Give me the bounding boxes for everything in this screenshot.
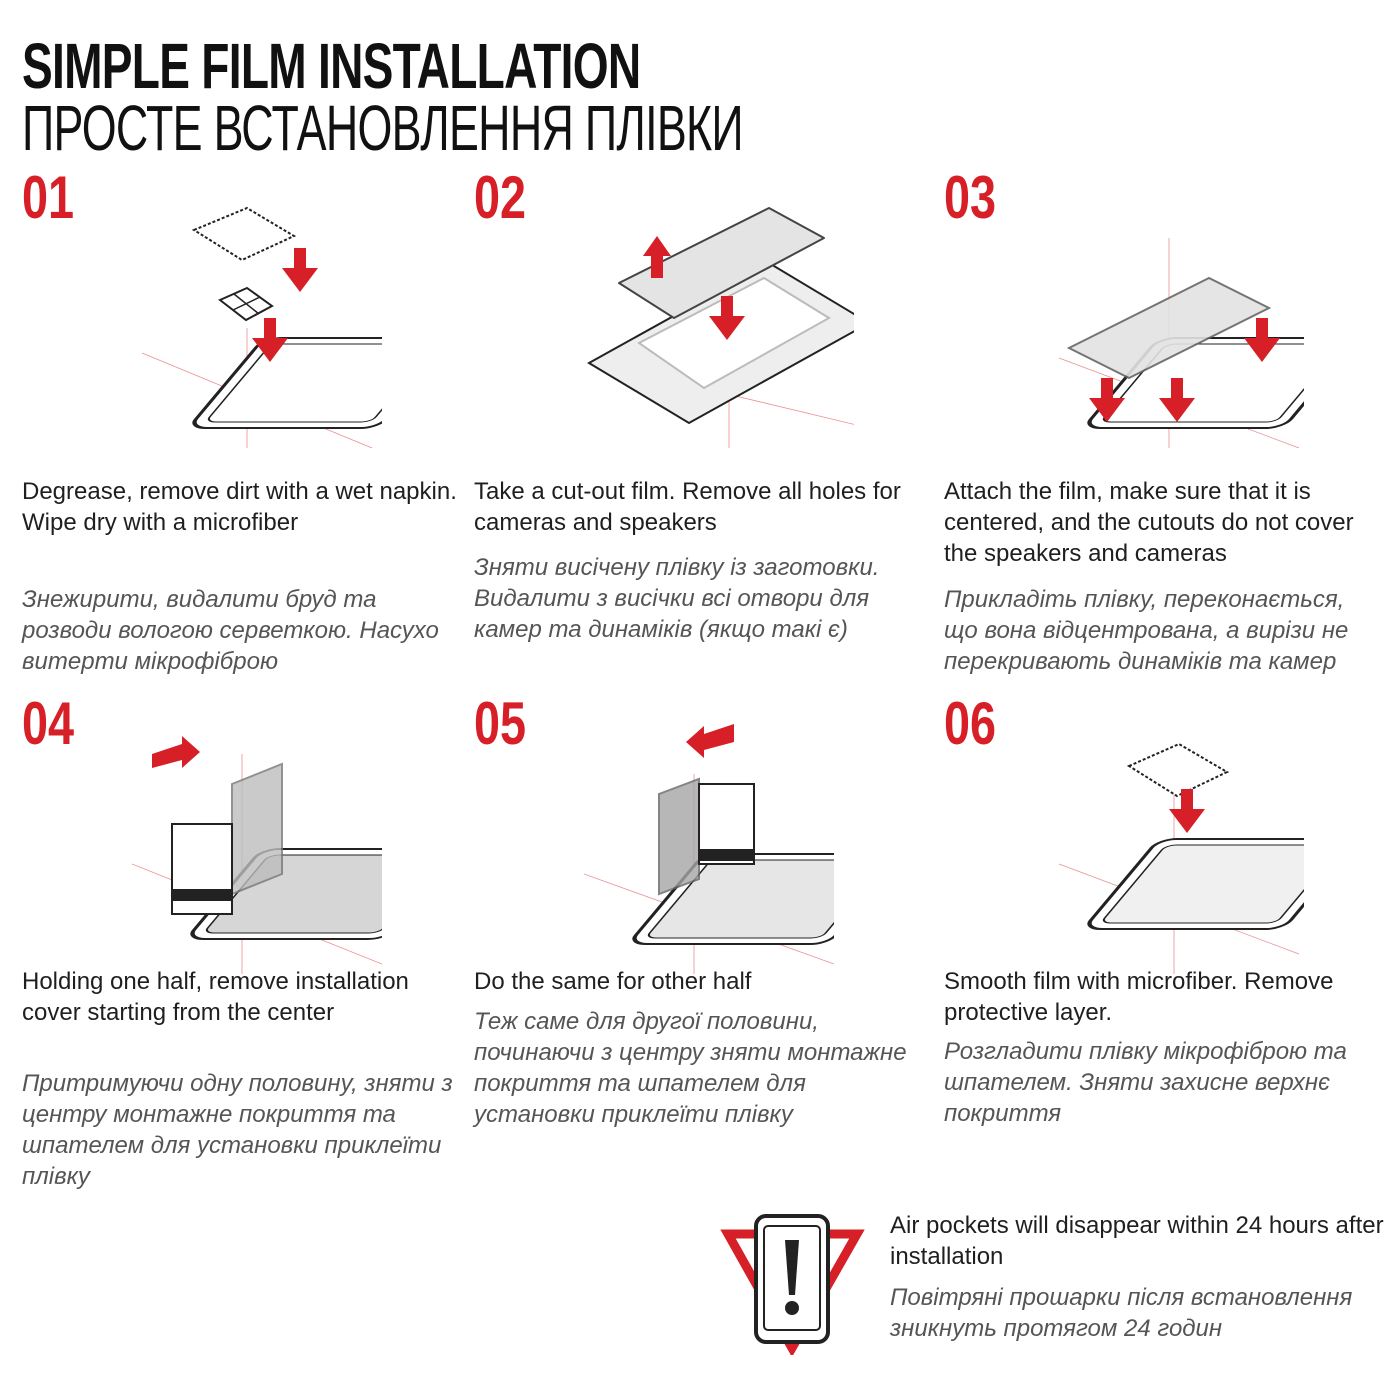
step-number: 01 [22,164,75,231]
warning-text-en: Air pockets will disappear within 24 hou… [890,1212,1384,1270]
step-text-en: Take a cut-out film. Remove all holes fo… [474,478,901,536]
warning-text-ua: Повітряні прошарки після встановлення зн… [890,1284,1353,1342]
step-text-en: Do the same for other half [474,968,752,995]
step-text-en: Attach the film, make sure that it is ce… [944,478,1354,567]
attach-film-illustration-icon [1058,238,1304,448]
smooth-film-illustration-icon [1058,742,1304,974]
step-number: 05 [474,690,527,757]
step-text-en: Holding one half, remove installation co… [22,968,409,1026]
step-number: 04 [22,690,75,757]
step-text-ua: Розгладити плівку мікрофіброю та шпателе… [944,1038,1347,1127]
step-number: 03 [944,164,997,231]
step-text-ua: Прикладіть плівку, переконається, що вон… [944,586,1349,675]
other-half-illustration-icon [584,724,834,974]
step-text-ua: Теж саме для другої половини, починаючи … [474,1008,907,1128]
step-number: 02 [474,164,527,231]
title-en: SIMPLE FILM INSTALLATION [22,30,641,102]
step-text-en: Degrease, remove dirt with a wet napkin.… [22,478,457,536]
warning-triangle-phone-icon [720,1214,865,1355]
step-text-ua: Знежирити, видалити бруд та розводи воло… [22,586,439,675]
step-text-ua: Притримуючи одну половину, зняти з центр… [22,1070,453,1190]
step-text-en: Smooth film with microfiber. Remove prot… [944,968,1334,1026]
remove-cover-illustration-icon [132,736,382,974]
step-text-ua: Зняти висічену плівку із заготовки. Вида… [474,554,880,643]
degrease-illustration-icon [141,206,382,448]
cut-out-film-illustration-icon [587,207,854,448]
title-ua: ПРОСТЕ ВСТАНОВЛЕННЯ ПЛІВКИ [22,92,744,164]
step-number: 06 [944,690,997,757]
